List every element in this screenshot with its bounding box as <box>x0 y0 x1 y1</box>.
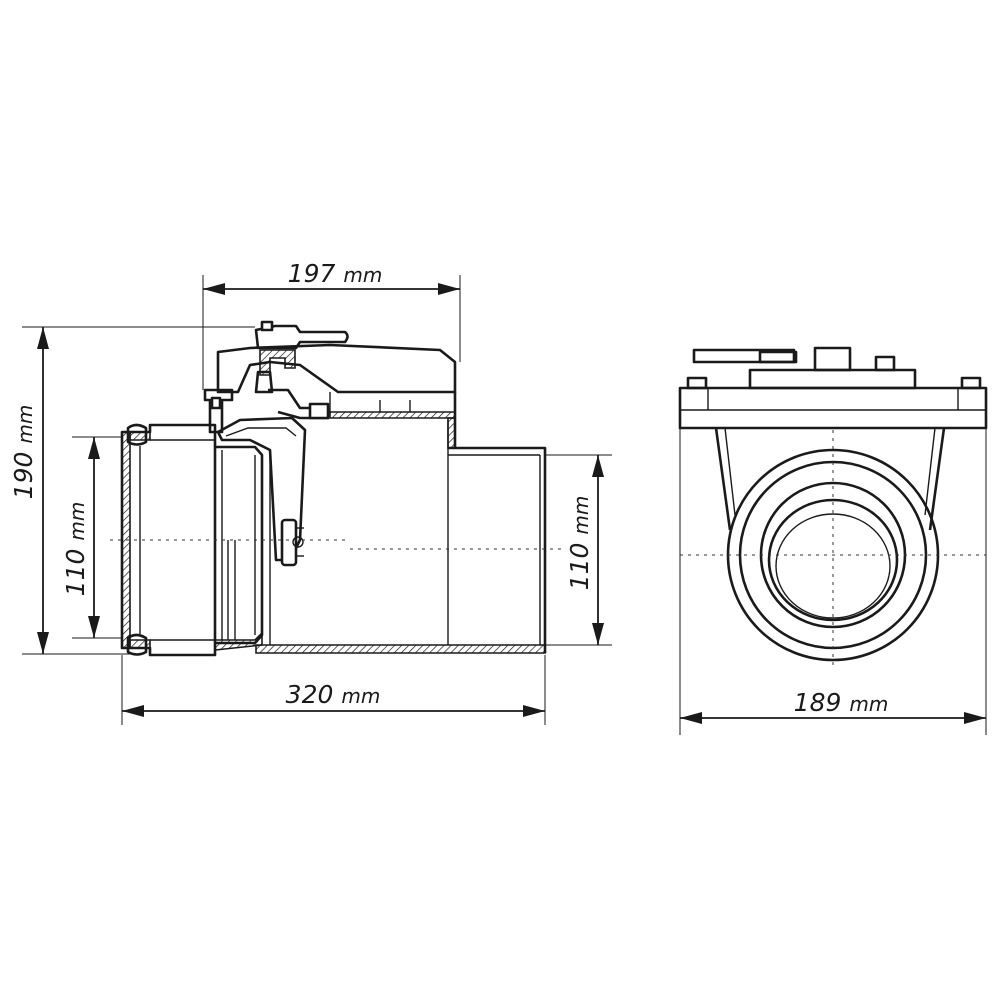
dimension-inlet-diameter: 110 mm <box>61 436 122 639</box>
inlet-diameter-label: 110 mm <box>61 502 90 597</box>
dimension-side-width: 189 mm <box>679 428 987 735</box>
end-view-body <box>714 427 946 531</box>
flap-mechanism <box>216 388 330 567</box>
bore-ring <box>775 513 891 619</box>
dimension-length: 320 mm <box>121 655 546 725</box>
top-cover <box>203 320 457 434</box>
front-view <box>110 320 565 657</box>
dimension-top-width: 197 mm <box>202 259 461 390</box>
end-view-cover <box>678 346 988 430</box>
inlet-socket <box>120 423 271 657</box>
pipe-body <box>255 392 547 654</box>
length-label: 320 mm <box>286 680 381 709</box>
end-view <box>678 346 988 665</box>
top-width-label: 197 mm <box>288 259 383 288</box>
side-width-label: 189 mm <box>794 688 889 717</box>
outlet-diameter-label: 110 mm <box>565 496 594 591</box>
height-label: 190 mm <box>9 405 38 500</box>
pipe-inner-ring <box>767 498 899 622</box>
dimension-outlet-diameter: 110 mm <box>545 454 612 646</box>
dimension-height: 190 mm <box>9 326 255 655</box>
